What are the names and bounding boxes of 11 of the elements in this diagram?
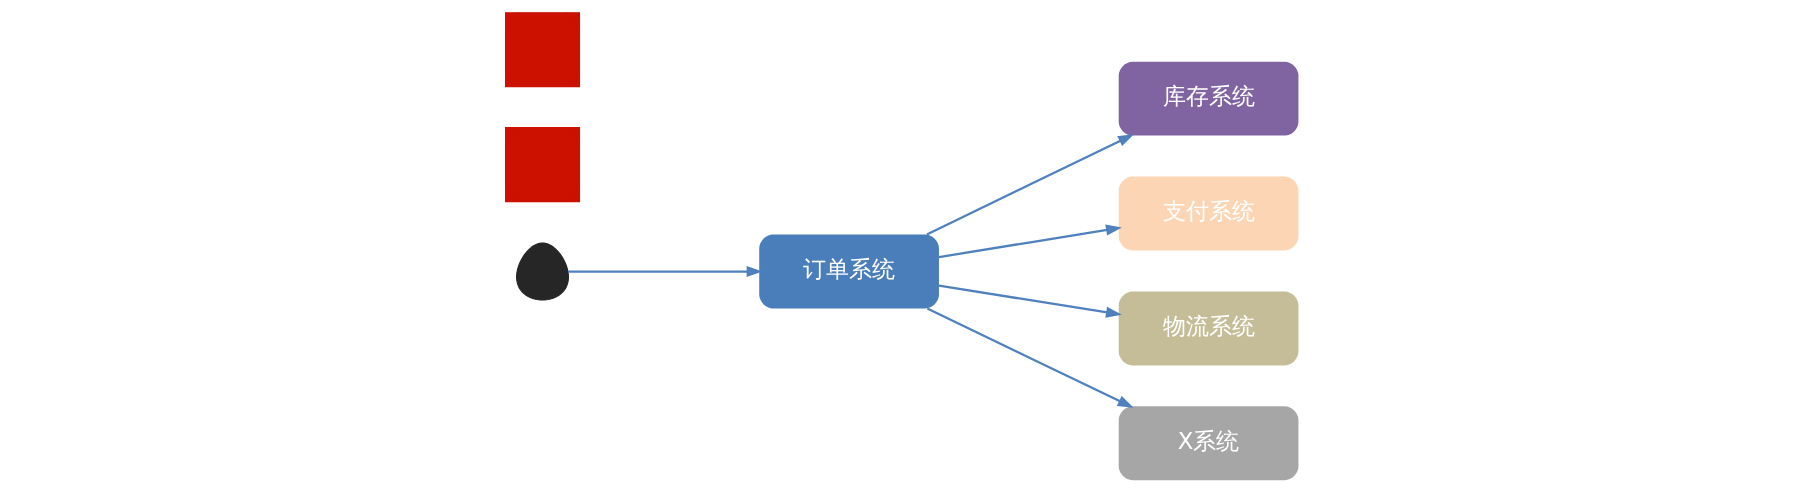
node-box: 订单系统 — [758, 234, 939, 309]
arrow — [567, 265, 763, 278]
node-box: X系统 — [1118, 406, 1298, 481]
node-box: 物流系统 — [1118, 291, 1298, 366]
node-box: 库存系统 — [1118, 61, 1298, 136]
arrow — [938, 224, 1122, 259]
arrow — [925, 134, 1134, 236]
arrow — [926, 307, 1134, 408]
arrow — [938, 284, 1122, 318]
node-box: 支付系统 — [1118, 176, 1298, 251]
node-person — [515, 242, 569, 301]
